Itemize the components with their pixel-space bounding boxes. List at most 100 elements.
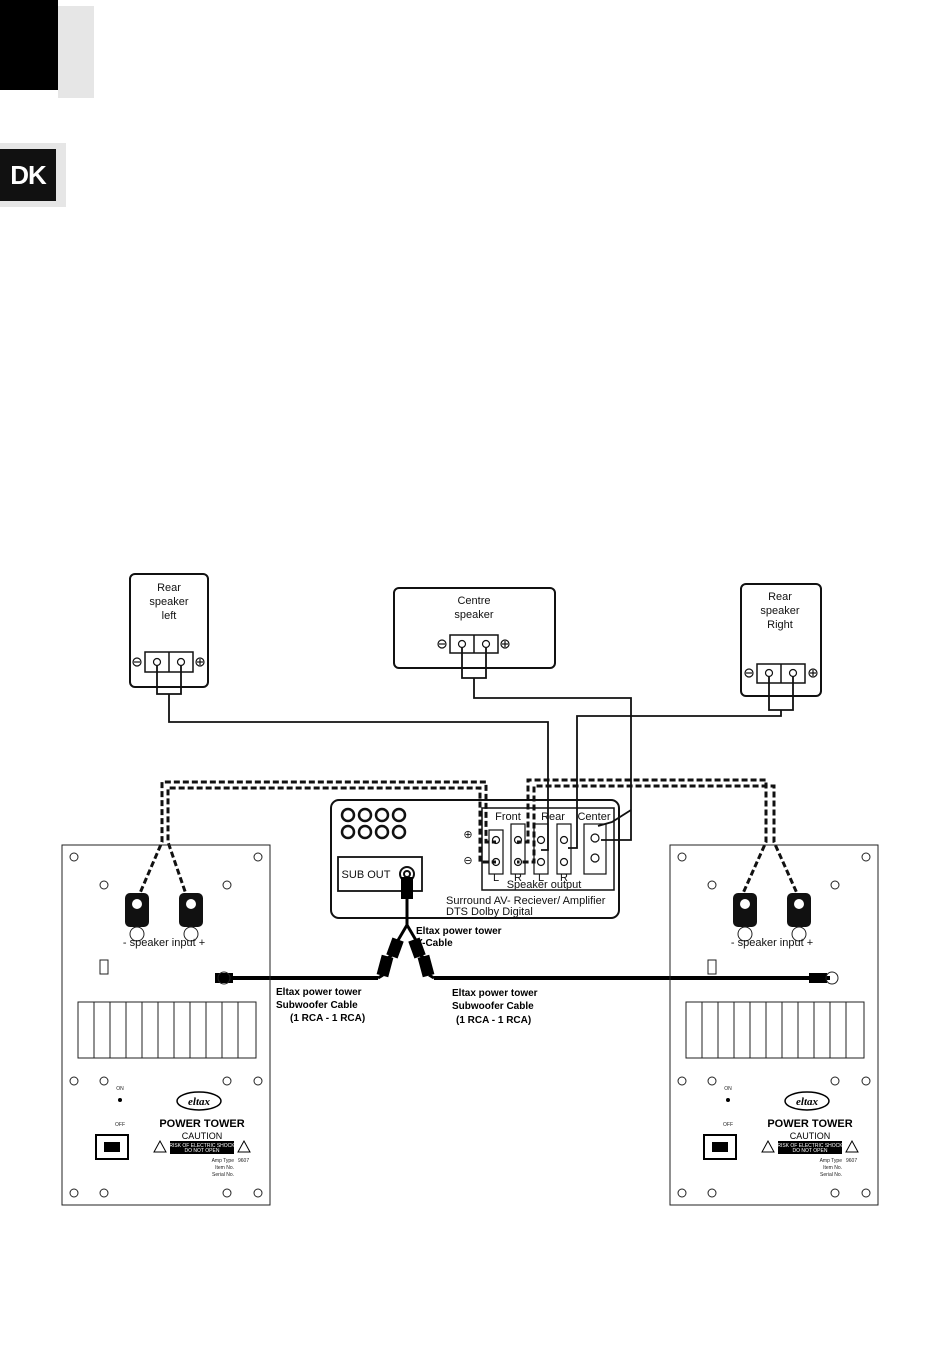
terminal-post [733,893,757,927]
screw-hole [222,880,232,890]
off-label: OFF [115,1122,125,1128]
item-no-label: Item No. [823,1165,842,1171]
screw-hole [69,1188,79,1198]
rear-left-line2: speaker [149,596,188,608]
power-socket-inner [712,1142,728,1152]
heatsink [685,1001,865,1059]
sub-cable-left-line3: (1 RCA - 1 RCA) [290,1013,365,1024]
terminal-screw [132,899,142,909]
serial-no-label: Serial No. [820,1172,842,1178]
screw-hole [861,852,871,862]
warning-banner [778,1141,842,1154]
screw-hole [222,1188,232,1198]
screw-hole [69,1076,79,1086]
amp-type-label: Amp Type [820,1158,843,1164]
rear-speaker-right: Rear speaker Right [740,583,822,697]
rear-left-line3: left [162,610,177,622]
warning-icon [153,1139,167,1153]
screw-hole [707,1076,717,1086]
terminal-rear-r: R [560,872,568,884]
warning-icon [761,1139,775,1153]
warning-banner [170,1141,234,1154]
centre-line2: speaker [454,609,493,621]
channel-front: Front [495,811,521,823]
terminal-post [125,893,149,927]
language-tab: DK [0,143,66,207]
screw-hole [830,880,840,890]
caution-label: CAUTION [182,1131,223,1141]
centre-speaker: Centre speaker [393,587,556,669]
amp-type-value: 9607 [846,1158,857,1164]
power-socket-inner [104,1142,120,1152]
screw-hole [222,1076,232,1086]
warning-line1: RISK OF ELECTRIC SHOCK [777,1143,843,1149]
warning-line2: DO NOT OPEN [185,1148,220,1154]
speaker-output-label: Speaker output [507,879,582,891]
terminal-post [787,893,811,927]
brand-text: eltax [188,1096,210,1108]
caution-label: CAUTION [790,1131,831,1141]
sub-cable-right-line3: (1 RCA - 1 RCA) [456,1015,531,1026]
on-label: ON [116,1086,124,1092]
terminal-post [179,893,203,927]
phase-switch [99,959,109,975]
power-led [118,1098,122,1102]
line-in-jack [825,971,839,985]
warning-icon [237,1139,251,1153]
sub-cable-right-line2: Subwoofer Cable [452,1001,534,1012]
speaker-input-label: - speaker input + [731,937,813,949]
speaker-wires [156,648,794,851]
page-tab-grey [58,6,94,98]
heatsink [77,1001,257,1059]
screw-hole [677,852,687,862]
screw-hole [677,1188,687,1198]
screw-hole [861,1188,871,1198]
receiver-minus: ⊖ [463,855,472,867]
rear-left-line1: Rear [157,582,181,594]
product-name: POWER TOWER [159,1118,244,1130]
brand-logo [176,1091,222,1111]
warning-line2: DO NOT OPEN [793,1148,828,1154]
terminal-screw [186,899,196,909]
page-tab-black [0,0,58,90]
y-cable-line1: Eltax power tower [416,926,502,937]
amp-type-label: Amp Type [212,1158,235,1164]
screw-hole [253,852,263,862]
terminal-knob [129,926,145,942]
minus-icon [744,668,754,678]
off-label: OFF [723,1122,733,1128]
product-name: POWER TOWER [767,1118,852,1130]
rear-speaker-left: Rear speaker left [129,573,209,688]
panel-outline [669,844,879,1206]
panel-outline [61,844,271,1206]
screw-hole [253,1076,263,1086]
language-label: DK [0,149,56,201]
serial-no-label: Serial No. [212,1172,234,1178]
rear-right-line2: speaker [760,605,799,617]
brand-text: eltax [796,1096,818,1108]
av-receiver: ⊕ ⊖ Front Rear Center L R L R Speaker ou… [330,799,620,919]
sub-out-label: SUB OUT [342,869,391,881]
screw-hole [830,1076,840,1086]
receiver-plus: ⊕ [463,829,472,841]
phase-switch [707,959,717,975]
terminal-knob [183,926,199,942]
power-led [726,1098,730,1102]
minus-icon [437,639,447,649]
sub-cable-left-line2: Subwoofer Cable [276,1000,358,1011]
screw-hole [253,1188,263,1198]
screw-hole [830,1188,840,1198]
screw-hole [707,1188,717,1198]
warning-icon [845,1139,859,1153]
rear-right-line3: Right [767,619,793,631]
plus-icon [808,668,818,678]
power-socket [703,1134,737,1160]
receiver-name-line2: DTS Dolby Digital [446,906,533,918]
plus-icon [195,657,205,667]
terminal-knob [791,926,807,942]
sub-cable-right-line1: Eltax power tower [452,988,538,999]
brand-logo [784,1091,830,1111]
